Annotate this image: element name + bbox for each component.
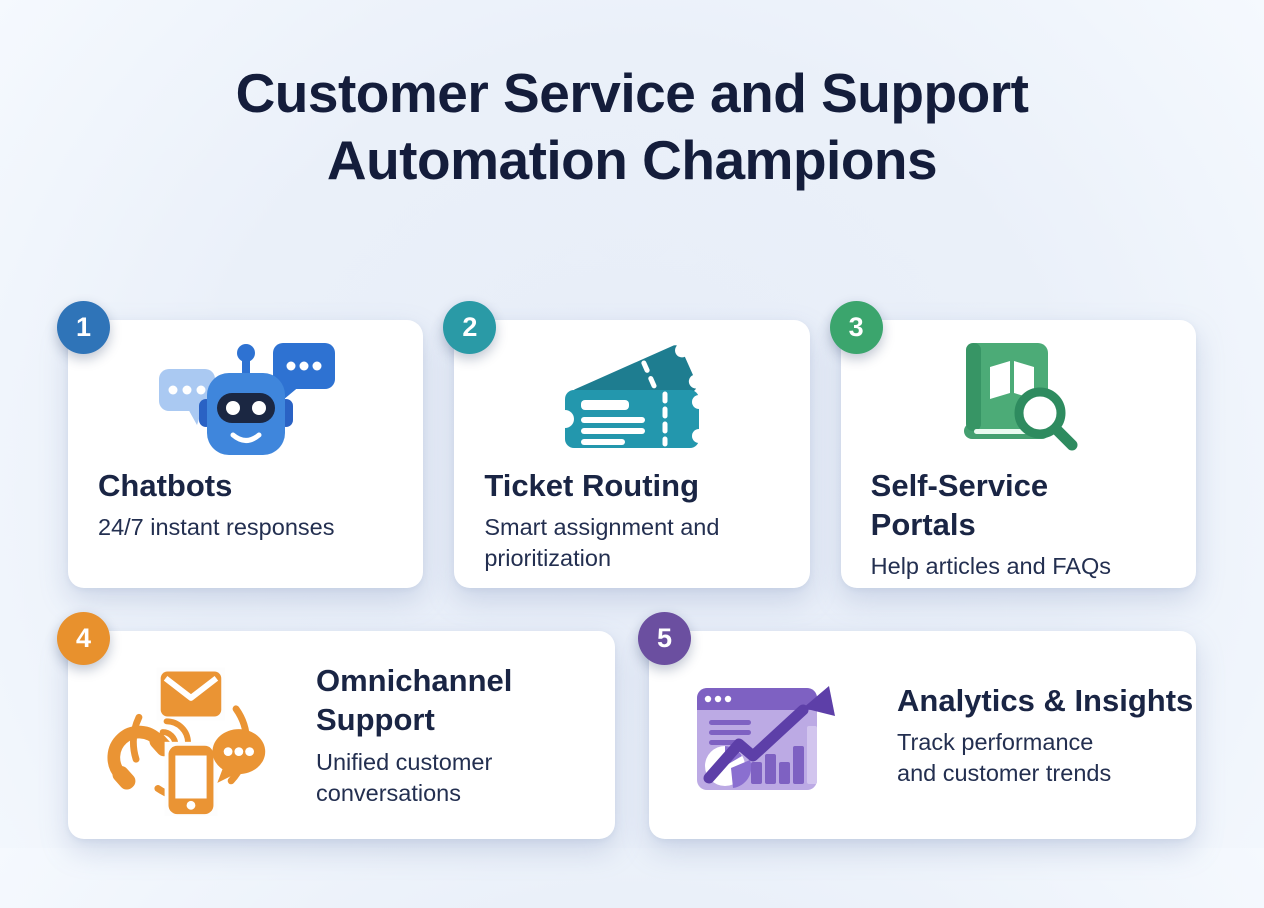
omnichannel-icon [107,667,266,817]
icon-wrap [484,336,779,460]
card-description: Help articles and FAQs [870,553,1111,580]
cards-row-top: 1 [57,301,1196,588]
card-description: Unified customer conversations [316,748,493,806]
card-text-block: Omnichannel Support Unified customer con… [316,661,615,808]
card-title: Self-Service Portals [870,468,1049,543]
card-omnichannel-support: 4 [57,612,615,839]
card-title: Analytics & Insights [897,682,1194,718]
number-badge: 2 [443,301,497,354]
number-badge: 4 [57,612,110,665]
card-title: Ticket Routing [484,468,700,503]
card-ticket-routing: 2 Ticket Routing Smart as [443,301,810,588]
analytics-dashboard-icon [697,686,835,790]
card-description: Track performance and customer trends [897,729,1112,787]
book-search-icon [964,343,1078,451]
card-text-block: Analytics & Insights Track performance a… [897,681,1193,789]
infographic-title: Customer Service and Support Automation … [235,62,1029,192]
card-description: 24/7 instant responses [98,514,335,541]
card-analytics-insights: 5 A [638,612,1196,839]
cards-row-bottom: 4 [57,612,1196,839]
number-badge: 5 [638,612,691,665]
icon-wrap [98,336,393,460]
icon-wrap [871,336,1166,460]
tickets-icon [555,343,706,448]
card-self-service-portals: 3 Self-Service Portals Help articles and… [829,301,1196,588]
number-badge: 3 [829,301,883,354]
card-chatbots: 1 [57,301,424,588]
card-description: Smart assignment and prioritization [484,514,720,572]
number-badge: 1 [57,301,110,354]
card-title: Chatbots [98,468,233,503]
icon-wrap [106,650,274,820]
chatbot-robot-icon [158,343,335,455]
icon-wrap [687,650,855,820]
card-title: Omnichannel Support [316,663,513,738]
